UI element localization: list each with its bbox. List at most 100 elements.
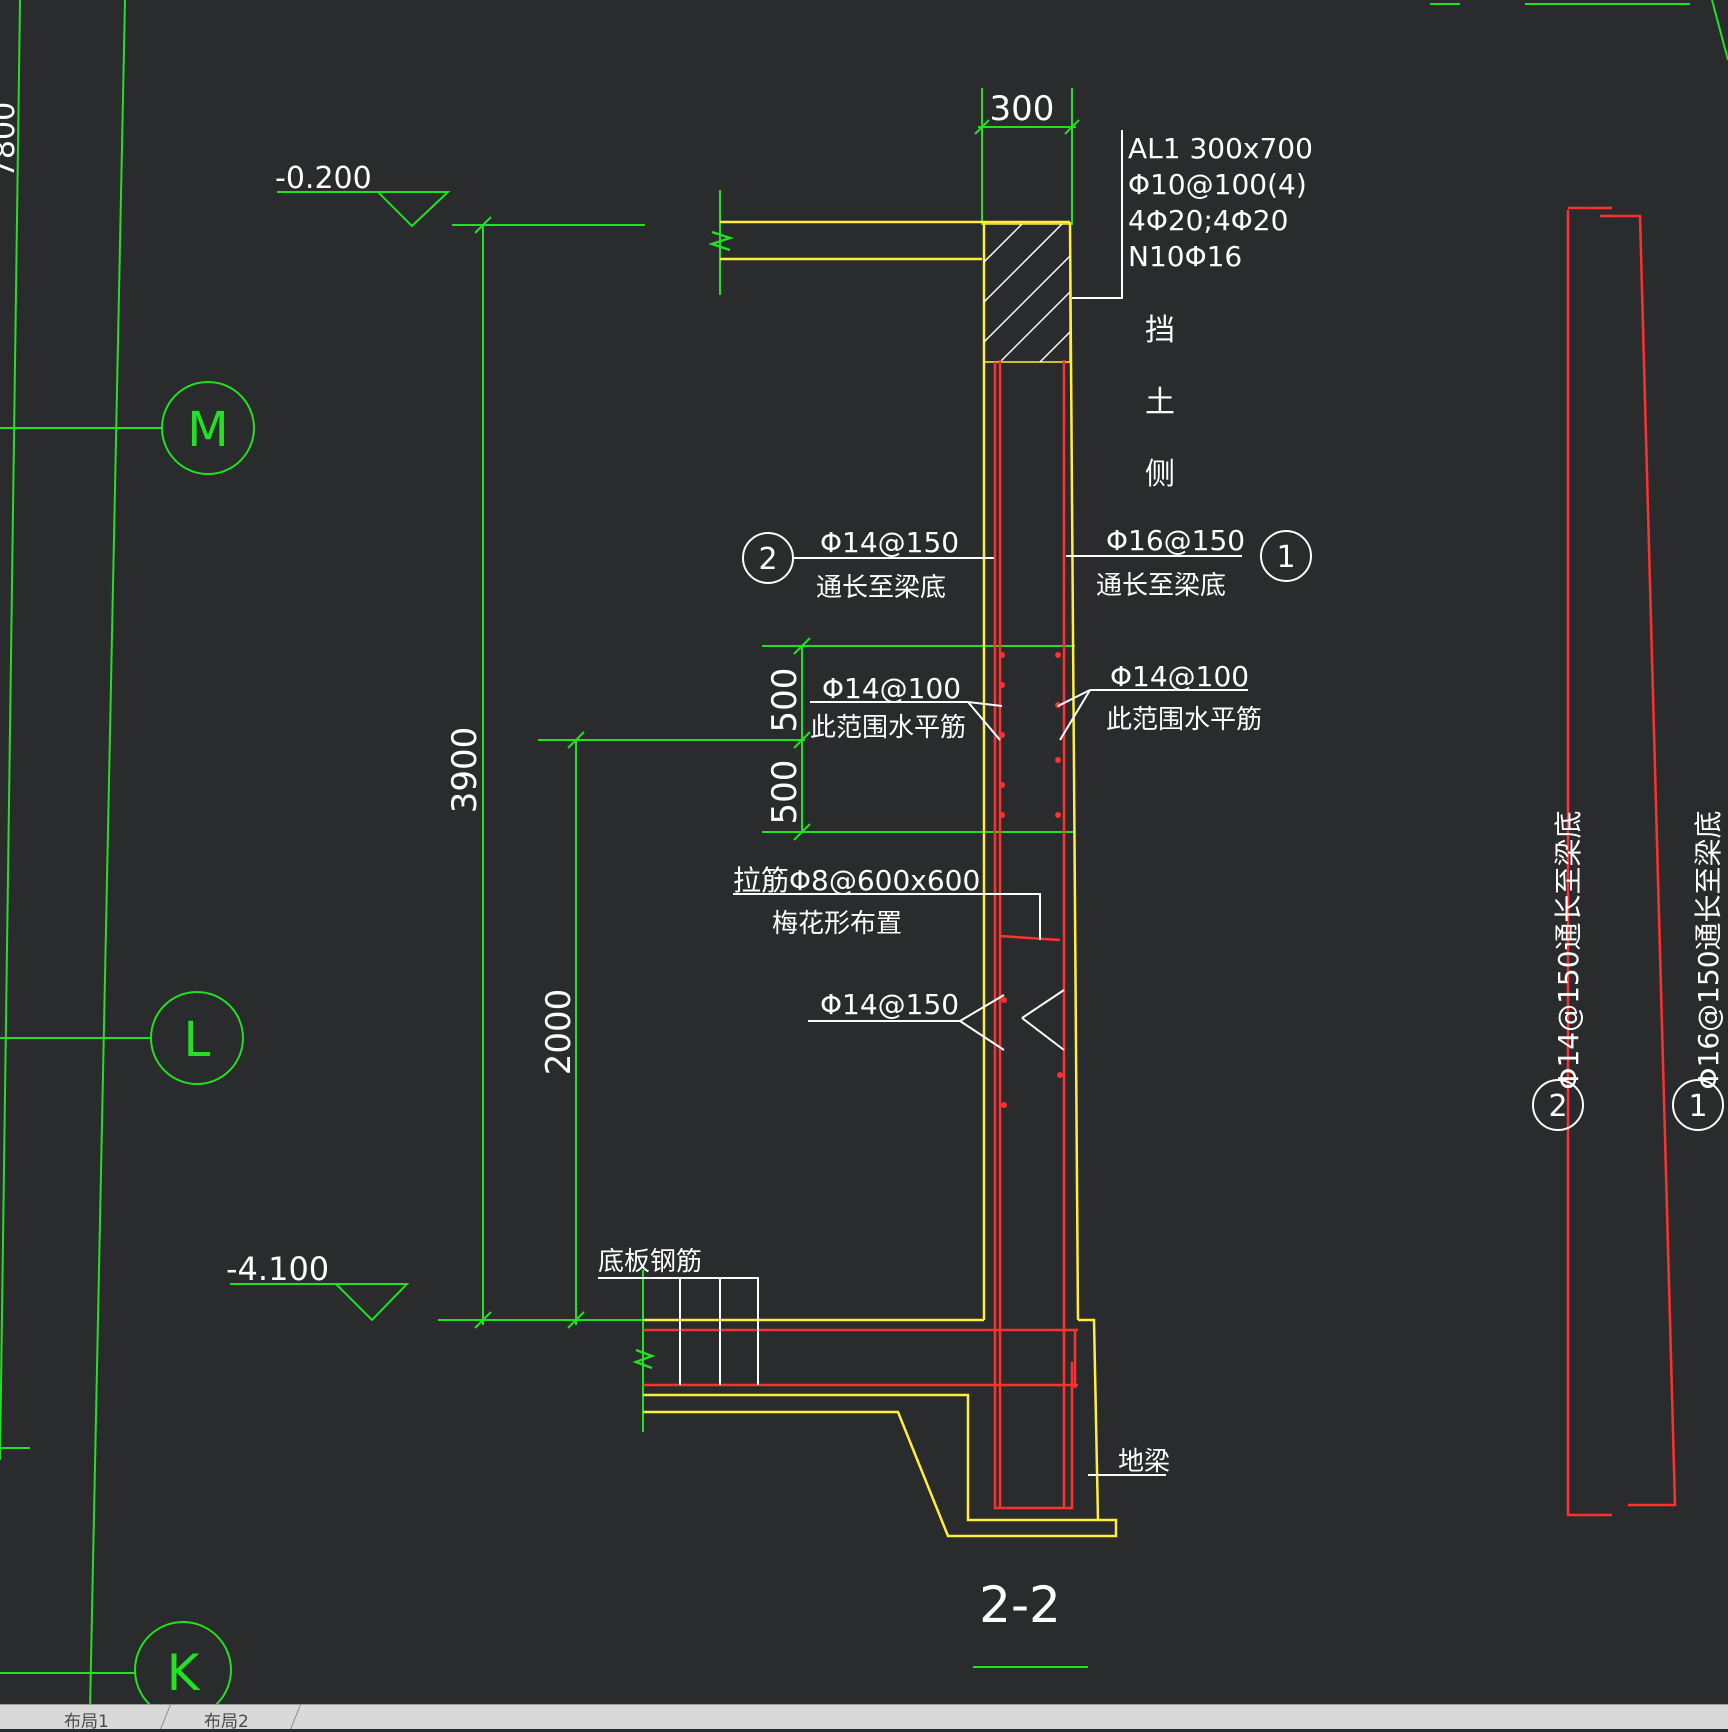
hatch	[999, 291, 1071, 363]
rebar2-spec: Φ14@150	[820, 526, 959, 559]
beam-label-line-3: 4Φ20;4Φ20	[1128, 204, 1288, 237]
tick	[793, 823, 811, 841]
horiz-right-leader-2	[1057, 689, 1091, 707]
section-title: 2-2	[979, 1576, 1061, 1634]
axis-M-bubble	[161, 381, 255, 475]
horiz-lower-leader-2	[959, 1020, 1005, 1051]
beam-label-line-1: AL1 300x700	[1128, 132, 1313, 165]
tab-layout-1[interactable]: 布局1	[64, 1712, 109, 1732]
horiz-lower-leader-4	[1021, 1017, 1065, 1051]
axis-K-label: K	[167, 1644, 201, 1702]
rebar-dot	[1055, 812, 1061, 818]
level-symbols	[230, 191, 451, 1322]
rebar-dot	[1001, 1102, 1007, 1108]
horiz-left-leader	[967, 701, 1001, 741]
rebar-dot	[999, 652, 1005, 658]
horiz-right-leader	[1059, 689, 1091, 741]
tie-leader	[733, 893, 1041, 940]
rebar-dot	[1055, 652, 1061, 658]
horiz-lower-leader-1	[959, 994, 1005, 1022]
hatch	[983, 255, 1071, 343]
base-break-symbol	[632, 1348, 656, 1370]
slab-break-symbol	[708, 230, 734, 252]
rebar2-bubble	[742, 532, 794, 584]
dim-3900-label: 3900	[445, 727, 485, 814]
horiz-lower-spec: Φ14@150	[820, 988, 959, 1021]
rebar-dot	[999, 732, 1005, 738]
dim-500-lower-label: 500	[765, 760, 805, 825]
rebar-dot	[1055, 757, 1061, 763]
side-label-1-bubble	[1672, 1079, 1724, 1131]
side-label-2-text: Φ14@150通长至梁底	[1552, 810, 1585, 1089]
axis-L-bubble	[150, 991, 244, 1085]
tick	[793, 731, 811, 749]
foundation-outline	[643, 1318, 1118, 1538]
base-rebar-leader	[598, 1277, 759, 1385]
top-mark-3	[1711, 0, 1728, 61]
wall-rebar-cage	[993, 362, 1074, 1510]
axis-M-label: M	[187, 402, 228, 458]
detail-2-bar	[1566, 210, 1612, 1517]
rebar1-number: 1	[1276, 540, 1295, 575]
rebar-dot	[999, 682, 1005, 688]
base-rebar-label: 底板钢筋	[598, 1247, 702, 1277]
beam-leader	[1072, 130, 1123, 299]
rebar-dot	[1001, 997, 1007, 1003]
beam-label-line-2: Φ10@100(4)	[1128, 168, 1307, 201]
tie-spec: 拉筋Φ8@600x600	[733, 864, 980, 897]
side-label-1-text: Φ16@150通长至梁底	[1692, 810, 1725, 1089]
tick	[567, 1311, 585, 1329]
wall-outline	[632, 220, 1118, 1538]
level-top-label: -0.200	[275, 161, 372, 196]
layout-tab-bar: 布局1 布局2	[0, 1704, 1728, 1732]
rebar-lines	[643, 206, 1677, 1517]
side-label-2-bubble	[1532, 1079, 1584, 1131]
tick	[793, 637, 811, 655]
dim-500-upper-label: 500	[765, 668, 805, 733]
rebar1-note: 通长至梁底	[1096, 571, 1226, 601]
horiz-left-spec: Φ14@100	[822, 672, 961, 705]
horiz-left-leader-2	[967, 701, 1003, 707]
wall-outer-face	[1068, 221, 1080, 1321]
tick	[474, 1311, 492, 1329]
level-symbol-top	[277, 191, 451, 228]
horiz-lower-leader-3	[1021, 989, 1065, 1019]
detail-1-bar	[1600, 214, 1677, 1507]
axis-vertical-line	[89, 0, 126, 1711]
side-label-2-number: 2	[1548, 1089, 1567, 1124]
rebar2-note: 通长至梁底	[816, 573, 946, 603]
level-bottom-label: -4.100	[226, 1250, 329, 1288]
tie-note: 梅花形布置	[772, 909, 902, 939]
tab-separator	[290, 1705, 301, 1729]
tie-bar	[999, 934, 1061, 942]
dim-2000-label: 2000	[539, 989, 579, 1076]
soil-side-char-2: 土	[1145, 385, 1175, 420]
level-symbol-bottom	[230, 1283, 410, 1322]
soil-side-char-3: 侧	[1145, 457, 1175, 492]
hatch	[983, 223, 1023, 263]
rebar1-spec: Φ16@150	[1106, 524, 1245, 557]
horiz-right-note: 此范围水平筋	[1106, 705, 1262, 735]
rebar2-number: 2	[758, 542, 777, 577]
hatch	[983, 223, 1063, 303]
base-slab-bottom	[643, 1393, 1098, 1522]
dim-ticks	[474, 119, 1080, 1329]
ground-beam-label: 地梁	[1118, 1447, 1170, 1477]
green-text: M L K	[167, 402, 229, 1702]
rebar-dot	[1057, 1072, 1063, 1078]
hatch	[1039, 331, 1071, 363]
edge-dimension-label: 7800	[0, 102, 22, 178]
rebar-dot	[999, 812, 1005, 818]
tick	[1064, 119, 1080, 135]
wall-thickness-label: 300	[990, 89, 1055, 129]
tab-layout-2[interactable]: 布局2	[204, 1712, 249, 1732]
soil-side-char-1: 挡	[1145, 313, 1175, 348]
tick	[567, 731, 585, 749]
rebar-dot	[999, 782, 1005, 788]
tick	[974, 119, 990, 135]
axis-L-label: L	[184, 1012, 211, 1068]
tick	[474, 216, 492, 234]
